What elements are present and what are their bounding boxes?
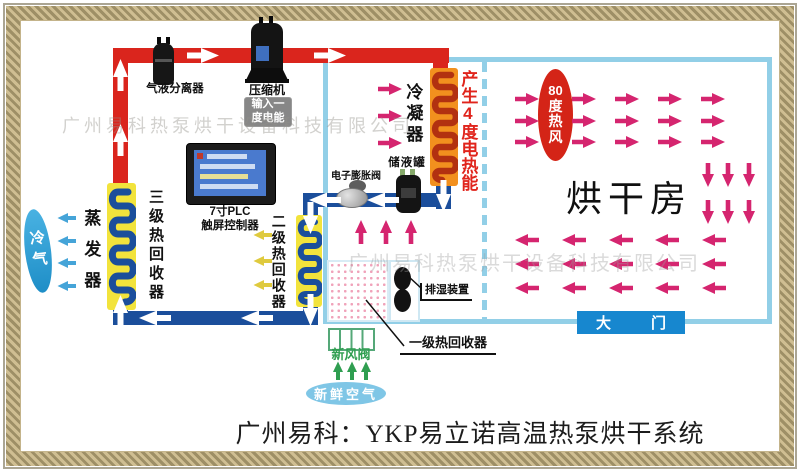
heat-gain-label: 产生4度电热能: [458, 70, 478, 191]
cold-air-label: 冷气: [27, 229, 49, 273]
compressor-label: 压缩机: [248, 83, 285, 97]
dehumidifier-fan-icon: [394, 267, 411, 290]
stage2-recovery-label: 二级热回收器: [270, 214, 287, 310]
compressor-plate: [245, 79, 289, 83]
plc-label-line2: 触屏控制器: [201, 219, 259, 232]
liquid-pipe-valve-line: [303, 193, 451, 207]
gate-label: 大门: [595, 315, 706, 332]
expansion-valve-label: 电子膨胀阀: [331, 171, 381, 182]
evaporator-coil: [107, 183, 136, 310]
receiver-label: 储液罐: [388, 157, 426, 169]
evaporator-label: 蒸发器: [81, 209, 101, 302]
input-energy-line2: 度电能: [251, 111, 285, 124]
plc-screen: [194, 150, 266, 196]
diagram-caption: 广州易科：YKP易立诺高温热泵烘干系统: [235, 421, 705, 448]
gate: 大门: [577, 311, 685, 334]
receiver-cap: [410, 169, 415, 176]
plc-label-line1: 7寸PLC: [209, 206, 251, 218]
stage3-recovery-label: 三级热回收器: [147, 189, 164, 303]
receiver-sticker: [401, 188, 416, 198]
hot-wind-char: 风: [548, 129, 563, 146]
separator-nozzle: [157, 37, 161, 44]
room-partition-dashed-line: [482, 62, 487, 319]
stage1-heat-recovery-box: [327, 260, 389, 322]
plc-screen-row: [207, 154, 247, 159]
drying-room-wall: [323, 57, 772, 324]
condenser-coil: [430, 68, 458, 186]
electronic-expansion-valve: [336, 188, 368, 208]
compressor-sticker: [256, 46, 269, 61]
fresh-air-valve-label: 新风阀: [331, 347, 371, 362]
gas-liquid-separator: [153, 43, 174, 85]
separator-band: [155, 59, 172, 62]
hot-wind-temp: 80: [548, 83, 563, 99]
cold-air-bubble: 冷气: [19, 207, 57, 295]
dehumidifier-fan-icon: [394, 289, 411, 312]
compressor-port: [269, 16, 273, 25]
hot-wind-char: 度: [548, 97, 563, 114]
plc-screen-row: [200, 164, 255, 169]
hot-gas-pipe-riser: [113, 48, 128, 188]
compressor-base: [246, 68, 288, 80]
plc-screen-indicator: [197, 153, 203, 159]
liquid-pipe-bottom: [113, 311, 318, 325]
input-energy-tag: 输入一 度电能: [244, 97, 292, 127]
fresh-air-bubble: 新鲜空气: [306, 382, 386, 405]
stage1-recovery-label: 一级热回收器: [400, 335, 496, 355]
input-energy-line1: 输入一: [251, 98, 285, 110]
separator-label: 气液分离器: [146, 83, 204, 95]
hot-wind-char: 热: [548, 113, 563, 130]
condenser-label: 冷凝器: [403, 83, 423, 146]
hot-wind-bubble: 80 度 热 风: [538, 69, 573, 161]
separator-nozzle: [166, 37, 170, 44]
drying-room-label: 烘干房: [566, 179, 693, 219]
compressor-port: [259, 17, 263, 24]
stage2-heat-recovery-coil: [296, 215, 322, 307]
dehumidifier-label: 排湿装置: [420, 283, 472, 302]
plc-screen-row: [200, 184, 258, 189]
fresh-air-label: 新鲜空气: [313, 387, 378, 402]
plc-screen-row: [200, 174, 248, 179]
receiver-cap: [400, 169, 405, 176]
